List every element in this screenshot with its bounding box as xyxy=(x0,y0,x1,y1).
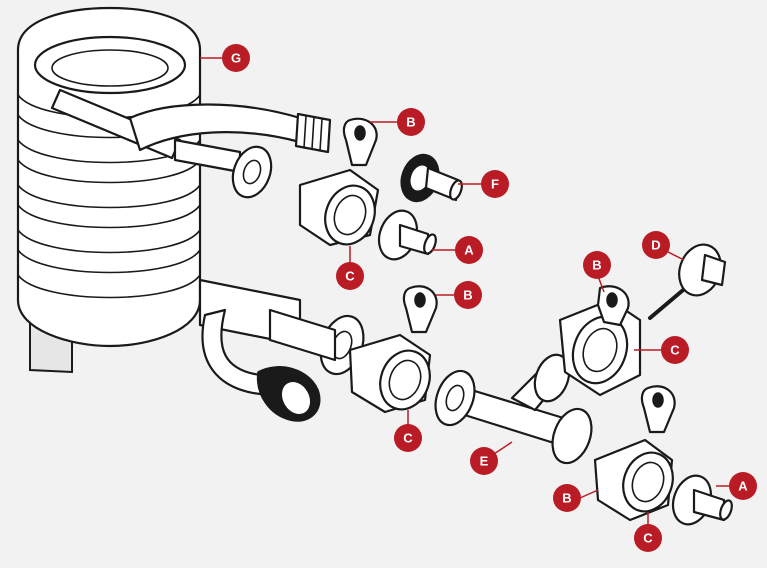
upper-ferrule-bore xyxy=(242,159,262,185)
fitting-thread-1 xyxy=(303,115,307,149)
clamp-bottom-wingnut-hole xyxy=(652,392,664,408)
tee-pipe xyxy=(434,353,593,465)
callout-D: D xyxy=(642,231,670,259)
clamp-right-wingnut-hole xyxy=(606,292,618,308)
callout-B-mid-label: B xyxy=(463,288,472,303)
callout-A-top: A xyxy=(455,236,483,264)
callout-B-top: B xyxy=(397,108,425,136)
coil-turn-3b xyxy=(17,204,201,229)
callout-F: F xyxy=(481,170,509,198)
coil-turn-3 xyxy=(17,184,201,209)
callout-E: E xyxy=(470,447,498,475)
clamp-mid-wingnut-hole xyxy=(414,292,426,308)
upper-hose xyxy=(128,103,302,152)
fitting-thread-2 xyxy=(311,116,315,150)
callout-F-label: F xyxy=(491,177,499,192)
lower-ferrule-stem xyxy=(268,308,337,362)
clamp-mid-ring-inner xyxy=(388,359,422,401)
ferrule-adapter-bottom xyxy=(671,474,733,526)
coil-turn-4 xyxy=(17,229,201,254)
callout-B-top-label: B xyxy=(406,115,415,130)
callout-A-top-label: A xyxy=(464,243,474,258)
coil-turn-5 xyxy=(17,274,201,299)
coil-inner-ring xyxy=(51,49,169,87)
tee-left-flange xyxy=(434,369,476,427)
clamp-top-wingnut xyxy=(342,117,378,167)
leader-B-bottom xyxy=(579,489,599,499)
clamp-mid-wingnut xyxy=(402,285,438,334)
tee-left-bore xyxy=(445,384,465,412)
callout-C-bottom-label: C xyxy=(643,531,653,546)
tee-right-flange xyxy=(551,407,593,465)
clamp-bottom-ring-inner xyxy=(631,461,665,503)
clamp-bottom-wingnut xyxy=(640,385,676,434)
clamp-mid xyxy=(348,285,438,414)
callout-A-bottom: A xyxy=(729,472,757,500)
callout-B-right: B xyxy=(583,251,611,279)
callout-C-top-label: C xyxy=(345,269,355,284)
tee-branch-flange xyxy=(533,353,571,403)
fitting-F-end xyxy=(449,179,463,201)
callout-C-mid: C xyxy=(394,424,422,452)
ferrule-adapter-top xyxy=(377,209,437,261)
callout-G: G xyxy=(222,44,250,72)
leader-E xyxy=(493,441,513,455)
coil-top-opening xyxy=(33,35,187,95)
coil-turn-2b xyxy=(17,159,201,184)
upper-ferrule-flange xyxy=(231,145,273,199)
callout-C-bottom: C xyxy=(634,524,662,552)
callout-G-label: G xyxy=(231,51,241,66)
clamp-top-ring-inner xyxy=(333,194,367,236)
callout-B-bottom-label: B xyxy=(562,491,571,506)
clamp-top-wingnut-hole xyxy=(354,125,366,141)
callout-C-mid-label: C xyxy=(403,431,413,446)
probe-head xyxy=(700,253,727,287)
callout-C-right: C xyxy=(661,336,689,364)
lower-fitting-bore xyxy=(279,379,313,417)
callout-B-bottom: B xyxy=(553,484,581,512)
callout-B-right-label: B xyxy=(592,258,601,273)
leader-D xyxy=(667,251,685,261)
clamp-bottom xyxy=(593,385,676,522)
threaded-fitting-F xyxy=(400,153,463,203)
clamp-right-ring-inner xyxy=(582,327,618,373)
thermometer-probe xyxy=(648,243,727,320)
adapter-bottom-end xyxy=(719,499,733,521)
callout-A-bottom-label: A xyxy=(738,479,748,494)
callout-D-label: D xyxy=(651,238,660,253)
callout-C-right-label: C xyxy=(670,343,680,358)
clamp-top xyxy=(298,117,380,247)
fitting-thread-3 xyxy=(319,118,323,152)
callout-B-mid: B xyxy=(454,281,482,309)
callout-E-label: E xyxy=(480,454,489,469)
coil-turn-4b xyxy=(17,249,201,274)
clamp-right xyxy=(558,285,642,397)
coil-chiller xyxy=(16,6,365,422)
callout-C-top: C xyxy=(336,262,364,290)
adapter-top-end xyxy=(423,233,437,255)
